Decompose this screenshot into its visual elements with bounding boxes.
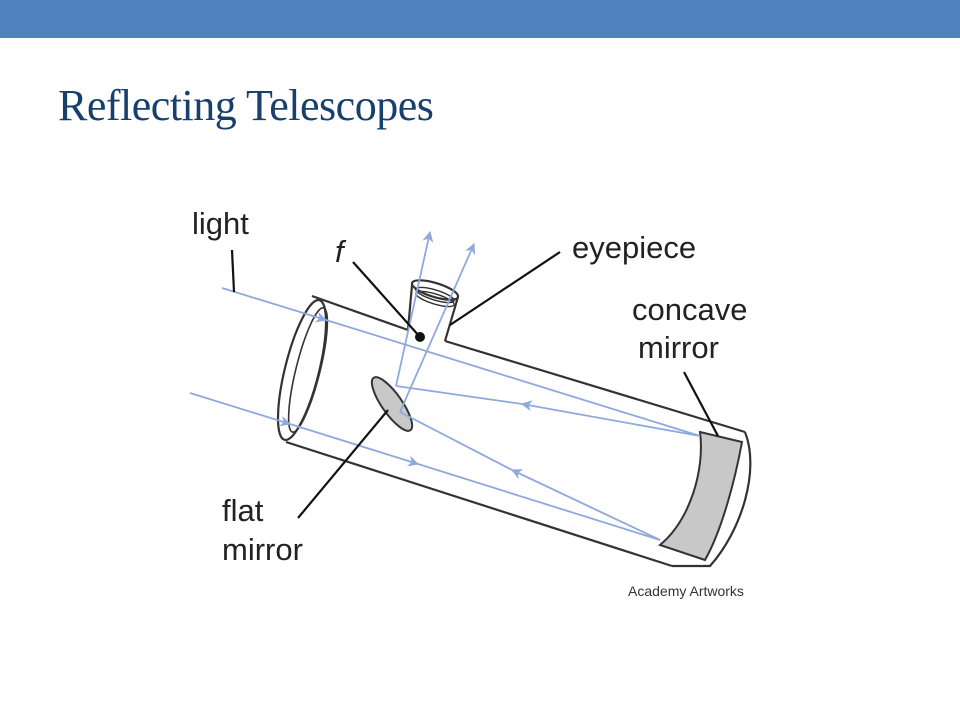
light-rays	[189, 230, 701, 541]
tube-back-end	[672, 431, 752, 568]
tube-front-rim-outer	[276, 298, 328, 442]
tube-bottom-edge	[285, 440, 673, 568]
ray-reflected-top	[520, 400, 701, 437]
leader-flat	[297, 409, 389, 519]
flat-mirror	[370, 376, 414, 432]
ray-incoming-top	[221, 287, 328, 323]
telescope-tube	[276, 294, 752, 568]
tube-front-rim-inner	[287, 307, 329, 433]
tube-top-edge	[311, 294, 409, 332]
tube-top-edge-right	[444, 339, 746, 434]
ray-incoming-bottom	[189, 392, 292, 427]
label-flat-line1: flat	[222, 493, 264, 528]
ray-reflected-bottom	[511, 469, 661, 541]
leader-eyepiece	[449, 251, 561, 326]
concave-mirror	[657, 430, 744, 562]
label-flat-line2: mirror	[222, 532, 303, 567]
label-focus: f	[335, 234, 347, 269]
ray-up-left	[395, 230, 434, 387]
leader-lines	[230, 249, 719, 519]
leader-light	[230, 249, 236, 293]
label-light: light	[192, 206, 249, 241]
label-concave-line1: concave	[632, 292, 747, 327]
slide-title: Reflecting Telescopes	[58, 81, 434, 130]
label-concave-line2: mirror	[638, 330, 719, 365]
leader-concave	[683, 371, 719, 437]
label-eyepiece: eyepiece	[572, 230, 696, 265]
image-credit: Academy Artworks	[628, 583, 744, 599]
leader-focus	[352, 261, 421, 338]
eyepiece-tube	[406, 279, 460, 342]
top-accent-bar	[0, 0, 960, 38]
ray-up-right	[399, 242, 476, 413]
